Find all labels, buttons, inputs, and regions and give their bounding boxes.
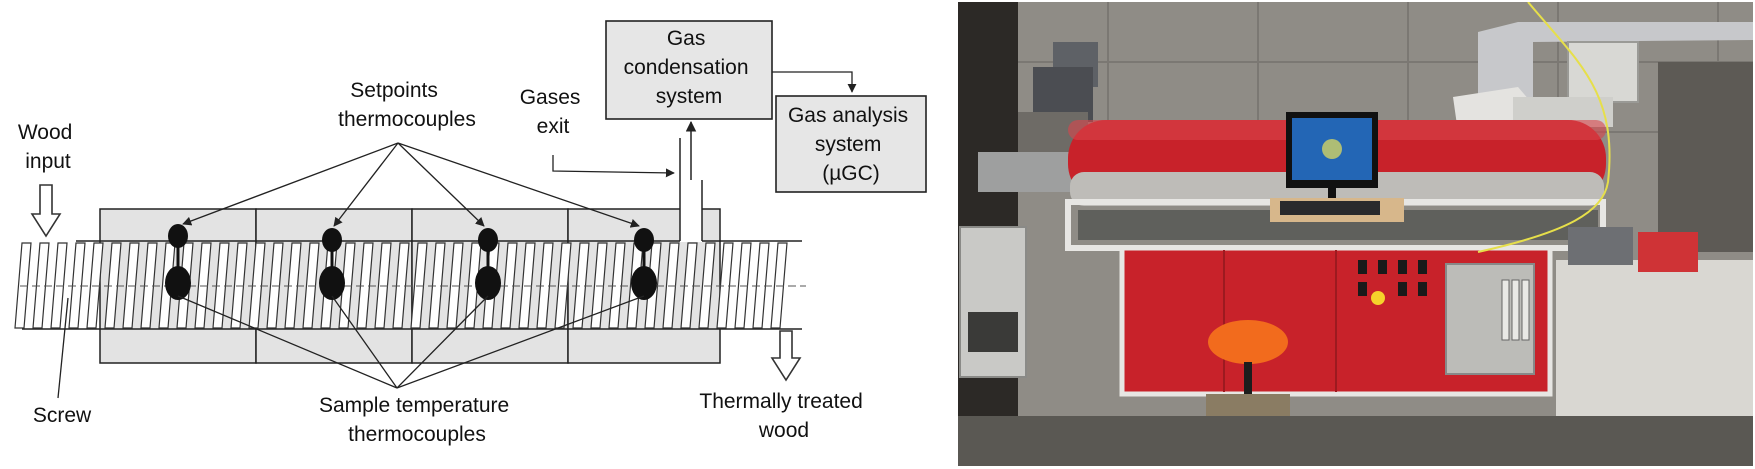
controller-device [1568,227,1633,265]
sample-thermocouple-3 [475,266,501,300]
screw-flight [536,242,554,329]
thermally-treated-label: Thermally treated wood [699,390,868,442]
sample-leaders [177,295,645,389]
reactor-schematic: Wood input Setpoints thermocouples Gases… [14,20,927,446]
setpoint-thermocouple-4 [634,228,654,252]
screw-flight [428,242,446,329]
screw-flight [212,242,230,329]
keyboard [1280,201,1380,215]
electrical-box [1567,41,1639,103]
screw-leader [57,297,69,399]
sample-thermocouple-2 [319,266,345,300]
setpoints-label: Setpoints thermocouples [338,79,476,131]
gases-exit-label: Gases exit [520,86,587,138]
reactor-photo [958,2,1753,466]
thermocouple-3 [475,228,501,300]
screw-flight [500,242,518,329]
thermocouple-1 [165,224,191,300]
screw-flight [68,242,86,329]
screw-flight [356,242,374,329]
left-shelf [959,226,1027,378]
screw-flight [464,242,482,329]
screw-flight [608,242,626,329]
control-switches [1358,260,1427,296]
stool-leg [1244,362,1252,402]
stool-seat [1208,320,1288,364]
gas-analysis-box [775,95,927,193]
gas-condensation-label: Gas condensation system [624,27,755,108]
setpoint-thermocouple-1 [168,224,188,248]
thermocouples [165,224,657,300]
wood-input-label: Wood input [18,121,78,173]
feed-pipe [978,152,1073,192]
setpoint-thermocouple-2 [322,228,342,252]
gas-analysis-label: Gas analysis system (µGC) [788,104,914,185]
screw-flight [104,242,122,329]
condensation-to-analysis-arrow [772,71,857,93]
screw-flight [32,242,50,329]
screw-flight [572,242,590,329]
gas-condensation-box [605,20,773,120]
screw-flight [392,242,410,329]
screw-flight [752,242,770,329]
screw-flight [248,242,266,329]
furnace-lower-shell [1070,172,1604,206]
yellow-cable [1477,2,1611,253]
setpoint-thermocouple-3 [478,228,498,252]
thermocouple-4 [631,228,657,300]
treated-wood-arrow [770,330,802,382]
screw-flight [716,242,734,329]
gas-exit-tube [679,120,703,242]
sample-thermocouple-4 [631,266,657,300]
sample-temperature-label: Sample temperature thermocouples [319,394,515,446]
stool-base [1206,394,1290,416]
wood-input-arrow [30,184,62,238]
screw-flight [284,242,302,329]
screw-label: Screw [33,404,92,427]
floor [958,416,1753,466]
screw-flight [680,242,698,329]
screw-flight [140,242,158,329]
thermocouple-2 [319,228,345,300]
gases-exit-leader [552,155,675,178]
setpoints-leaders [182,142,640,228]
emergency-stop [1371,291,1385,305]
flowmeter-panel [1445,263,1535,375]
sample-thermocouple-1 [165,266,191,300]
